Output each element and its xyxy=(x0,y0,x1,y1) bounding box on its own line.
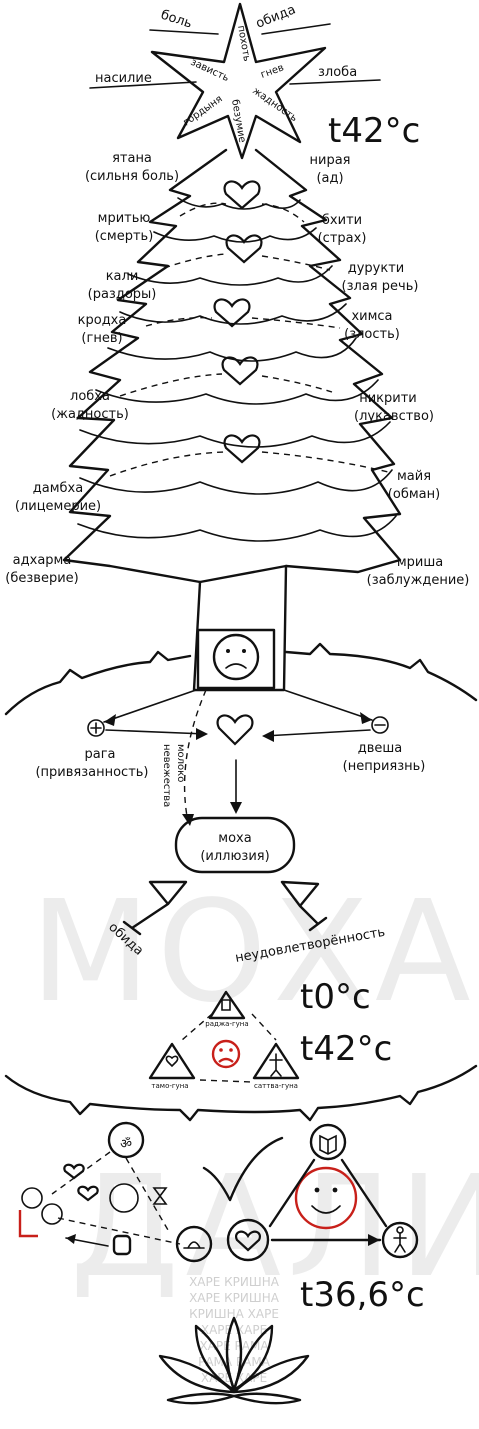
label-dambha-sub: (лицемерие) xyxy=(15,499,101,514)
label-maya-sub: (обман) xyxy=(388,487,440,502)
dashed-note-1: молоко xyxy=(175,744,186,782)
moha-box xyxy=(174,816,296,874)
label-himsa-sub: (злость) xyxy=(344,327,400,342)
temp-bottom: t36,6°c xyxy=(300,1275,425,1315)
ground-outline-top xyxy=(4,642,478,716)
star-word-obida: обида xyxy=(254,2,298,31)
hare-line-4: ХАРЕ ХАРЕ xyxy=(201,1323,267,1337)
raga-plus-icon xyxy=(87,719,105,737)
star-word-zloba: злоба xyxy=(318,65,357,80)
label-mrityu: мритью xyxy=(98,211,151,226)
star-arm-gnev: гнев xyxy=(259,62,285,81)
star-word-nasilie: насилие xyxy=(95,71,152,86)
ground-outline-bottom xyxy=(4,1064,478,1122)
star-arm-pohot: похоть xyxy=(235,25,252,63)
label-bhiti: бхити xyxy=(322,213,362,228)
bottom-cycle: ॐ xyxy=(18,1121,419,1263)
lotus-icon xyxy=(158,1316,310,1405)
dashed-note-2: невежества xyxy=(161,744,172,807)
moha-sub-label: (иллюзия) xyxy=(200,849,269,864)
dvesha-label: двеша xyxy=(358,741,403,756)
label-niraya-sub: (ад) xyxy=(316,171,343,186)
hare-krishna-text: ХАРЕ КРИШНА ХАРЕ КРИШНА КРИШНА ХАРЕ ХАРЕ… xyxy=(189,1275,280,1385)
dvesha-sub-label: (неприязнь) xyxy=(343,759,426,774)
raga-label: рага xyxy=(84,747,115,762)
label-nikriti-sub: (лукавство) xyxy=(354,409,434,424)
label-kali: кали xyxy=(106,269,139,284)
temp-zero: t0°c xyxy=(300,977,371,1017)
funnel-left-icon xyxy=(122,880,188,936)
label-maya: майя xyxy=(397,469,431,484)
label-yatana: ятана xyxy=(112,151,152,166)
om-icon: ॐ xyxy=(120,1137,132,1152)
temp-top: t42°c xyxy=(328,111,420,151)
guna-left: тамо-гуна xyxy=(151,1082,188,1090)
star-arm-gordynya: гордыня xyxy=(181,94,224,129)
label-krodha-sub: (гнев) xyxy=(81,331,122,346)
label-lobha-sub: (жадность) xyxy=(51,407,129,422)
label-dambha: дамбха xyxy=(33,481,83,496)
label-nikriti: никрити xyxy=(359,391,417,406)
label-durukti-sub: (злая речь) xyxy=(342,279,419,294)
label-mrisha: мриша xyxy=(397,555,443,570)
label-himsa: химса xyxy=(351,309,392,324)
temp-mid: t42°c xyxy=(300,1029,392,1069)
hare-line-3: КРИШНА ХАРЕ xyxy=(189,1307,279,1321)
label-krodha: кродха xyxy=(78,313,127,328)
hare-line-2: ХАРЕ КРИШНА xyxy=(189,1291,280,1305)
center-heart-icon xyxy=(216,714,254,746)
star-arm-bezumie: безумие xyxy=(229,99,247,144)
label-adharma: адхарма xyxy=(13,553,72,568)
label-niraya: нирая xyxy=(310,153,351,168)
moha-label: моха xyxy=(218,831,251,846)
label-lobha: лобха xyxy=(70,389,110,404)
raga-sub-label: (привязанность) xyxy=(35,765,148,780)
guna-top: раджа-гуна xyxy=(205,1020,248,1028)
label-yatana-sub: (сильня боль) xyxy=(85,169,179,184)
label-adharma-sub: (безверие) xyxy=(5,571,78,586)
funnel-right-icon xyxy=(280,880,328,932)
hare-line-7: ХАРЕ ХАРЕ xyxy=(201,1371,267,1385)
watermark-moha: МОХА xyxy=(30,871,477,1034)
star-word-bol: боль xyxy=(159,8,194,32)
hare-line-6: РАМА РАМА xyxy=(198,1355,271,1369)
label-bhiti-sub: (страх) xyxy=(318,231,367,246)
star-arm-zhadnost: жадность xyxy=(250,85,299,124)
label-kali-sub: (раздоры) xyxy=(88,287,157,302)
gunas-triangle: раджа-гуна тамо-гуна саттва-гуна xyxy=(148,990,300,1090)
hare-line-1: ХАРЕ КРИШНА xyxy=(189,1275,280,1289)
dvesha-minus-icon xyxy=(371,716,389,734)
left-labels: ятана (сильня боль) мритью (смерть) кали… xyxy=(5,151,179,586)
label-mrisha-sub: (заблуждение) xyxy=(367,573,470,588)
right-labels: нирая (ад) бхити (страх) дурукти (злая р… xyxy=(310,153,470,588)
label-durukti: дурукти xyxy=(348,261,405,276)
guna-right: саттва-гуна xyxy=(254,1082,298,1090)
label-mrityu-sub: (смерть) xyxy=(95,229,154,244)
tree-of-sins xyxy=(62,148,402,692)
sad-face-red-icon xyxy=(211,1039,241,1069)
